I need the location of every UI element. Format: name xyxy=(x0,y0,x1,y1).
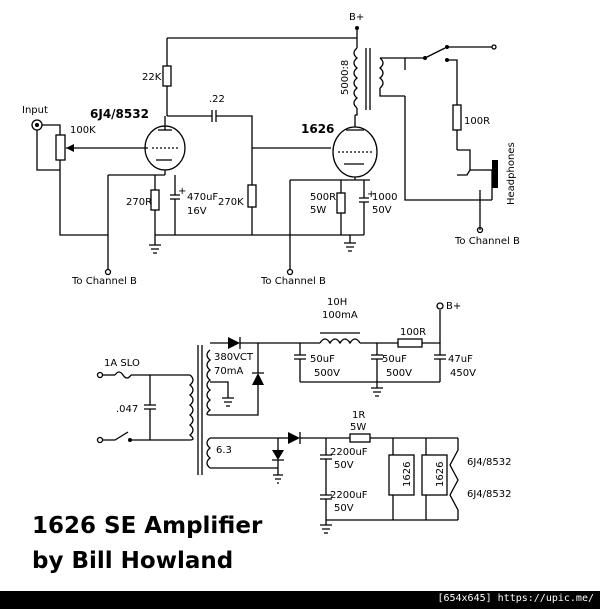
headphone-jack xyxy=(492,160,498,188)
ma70-label: 70mA xyxy=(214,366,243,377)
r22k-label: 22K xyxy=(142,72,162,83)
choke-10h xyxy=(319,332,361,345)
power-transformer xyxy=(188,345,212,475)
heater2-label: 6J4/8532 xyxy=(467,489,512,500)
r1r-w-label: 5W xyxy=(350,422,366,433)
heater-1626-a xyxy=(388,454,415,496)
footer-text: [654x645] https://upic.me/ xyxy=(437,593,594,604)
xfmr-label: 5000:8 xyxy=(340,60,351,95)
c47-v-label: 450V xyxy=(450,368,476,379)
r500w-label: 5W xyxy=(310,205,326,216)
cap22-label: .22 xyxy=(209,94,225,105)
heater-1626-b xyxy=(421,454,448,496)
c2200a-v-label: 50V xyxy=(334,460,354,471)
c50b-label: 50uF xyxy=(382,354,407,365)
footer-bar: [654x645] https://upic.me/ xyxy=(0,591,600,609)
headphones-label: Headphones xyxy=(506,142,517,205)
v380-label: 380VCT xyxy=(214,352,254,363)
input-jack xyxy=(31,119,43,131)
resistor-270k xyxy=(247,184,257,208)
v63-label: 6.3 xyxy=(216,445,232,456)
r500r-label: 500R xyxy=(310,192,336,203)
resistor-100r-ps xyxy=(397,338,423,348)
bplus-top-label: B+ xyxy=(349,12,364,23)
resistor-22k xyxy=(162,65,172,87)
pot-label: 100K xyxy=(70,125,96,136)
r270r-label: 270R xyxy=(126,197,152,208)
title-line-2: by Bill Howland xyxy=(32,548,233,574)
to-channel-b-2: To Channel B xyxy=(260,276,326,287)
choke-h-label: 10H xyxy=(327,297,347,308)
resistor-500r xyxy=(336,192,346,214)
c2200b-label: 2200uF xyxy=(330,490,368,501)
c2200b-v-label: 50V xyxy=(334,503,354,514)
c50a-v-label: 500V xyxy=(314,368,340,379)
resistor-1r xyxy=(349,433,371,443)
choke-ma-label: 100mA xyxy=(322,310,358,321)
h1626a-label: 1626 xyxy=(402,462,413,487)
resistor-100r-top xyxy=(452,104,462,131)
bplus-ps-label: B+ xyxy=(446,301,461,312)
volume-pot xyxy=(42,124,148,175)
c2200a-label: 2200uF xyxy=(330,447,368,458)
tube-1626 xyxy=(332,115,378,178)
c047-label: .047 xyxy=(116,404,138,415)
svg-text:+: + xyxy=(367,189,375,200)
r270k-label: 270K xyxy=(218,197,244,208)
h1626b-label: 1626 xyxy=(435,462,446,487)
r100r-top-label: 100R xyxy=(464,116,490,127)
c470v-label: 16V xyxy=(187,206,207,217)
input-label: Input xyxy=(22,105,48,116)
fuse-label: 1A SLO xyxy=(104,358,140,369)
output-transformer xyxy=(353,47,384,110)
resistor-270r xyxy=(150,189,160,211)
title-line-1: 1626 SE Amplifier xyxy=(32,513,263,539)
heater1-label: 6J4/8532 xyxy=(467,457,512,468)
r1r-label: 1R xyxy=(352,410,365,421)
c1000-label: 1000 xyxy=(372,192,397,203)
to-channel-b-1: To Channel B xyxy=(71,276,137,287)
tube2-label: 1626 xyxy=(301,122,334,136)
amplifier-schematic: Input 100K 6J4/8532 22K .22 270R 470uF 1… xyxy=(22,12,520,574)
c50b-v-label: 500V xyxy=(386,368,412,379)
to-channel-b-3: To Channel B xyxy=(454,236,520,247)
tube1-label: 6J4/8532 xyxy=(90,107,149,121)
c470-label: 470uF xyxy=(187,192,218,203)
svg-text:+: + xyxy=(178,186,186,197)
c47-label: 47uF xyxy=(448,354,473,365)
r100r-ps-label: 100R xyxy=(400,327,426,338)
c1000v-label: 50V xyxy=(372,205,392,216)
c50a-label: 50uF xyxy=(310,354,335,365)
tube-6j4 xyxy=(144,116,186,171)
